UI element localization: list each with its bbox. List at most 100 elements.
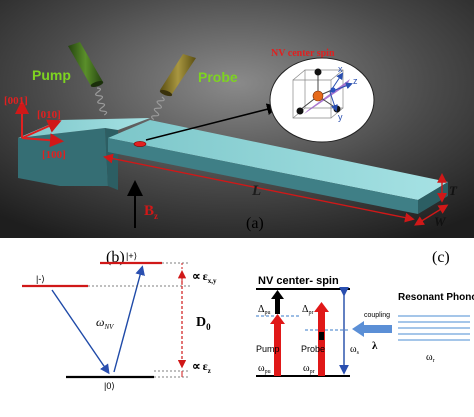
omega-pr-label: ωpr [303, 363, 315, 375]
crystal-y-label: y [338, 112, 343, 122]
axis-100-arrow [21, 133, 64, 148]
omega-r-label: ωr [426, 352, 435, 364]
delta-pu-subscript: pu [264, 310, 270, 316]
delta-pr-label: Δpr [302, 304, 313, 316]
panel-b-label: (b) [106, 249, 125, 266]
omega-r-symbol: ω [426, 352, 433, 363]
delta-pr-symbol: Δ [302, 304, 309, 315]
field-symbol: B [144, 203, 154, 219]
omega-pr-subscript: pr [310, 369, 315, 375]
panel-a: [001] [010] [100] Pump Probe NV center s… [0, 0, 474, 238]
carbon-atom-left [296, 107, 304, 115]
probe-laser-rod [160, 54, 196, 94]
base-front-face [18, 128, 108, 186]
delta-pu-symbol: Δ [258, 304, 265, 315]
omega-nv-symbol: ω [96, 315, 104, 329]
panel-a-label: (a) [246, 215, 264, 232]
eps-z-label: ∝εz [192, 359, 211, 375]
zoom-arrow [145, 103, 279, 141]
pump-laser-aperture [90, 80, 104, 88]
axis-010-arrow [21, 119, 62, 139]
omega-pu-subscript: pu [265, 369, 271, 375]
length-label: L [251, 183, 261, 199]
eps-z-subscript: z [208, 367, 211, 375]
pump-beam-wave [95, 87, 108, 116]
width-dimension [414, 204, 449, 226]
nv-axis-band [304, 79, 350, 114]
pump-laser [68, 42, 108, 116]
probe-c-label: Probe [301, 344, 325, 354]
d0-symbol: D [196, 315, 206, 330]
phonon-lines [398, 315, 470, 341]
omega-r-subscript: r [433, 358, 435, 364]
thickness-label: T [449, 183, 458, 198]
pump-laser-rod [68, 42, 103, 86]
axis-001-label: [001] [4, 95, 28, 107]
pump-c-label: Pump [256, 344, 280, 354]
width-label: W [434, 214, 447, 229]
coupling-arrow [352, 321, 392, 337]
nv-center-inset: NV center spin [269, 48, 375, 143]
probe-label: Probe [198, 69, 238, 85]
crystal-y-arrow [329, 91, 338, 112]
eps-z-prop: ∝ [192, 359, 201, 373]
omega-nv-subscript: NV [103, 323, 114, 331]
probe-laser-aperture [159, 89, 173, 97]
omega-s-label: ωs [350, 344, 360, 356]
delta-pu-label: Δpu [258, 304, 270, 316]
crystal-axes: [001] [010] [100] [4, 95, 66, 161]
field-label: Bz [144, 203, 158, 221]
pump-bar [274, 322, 281, 376]
panel-c: (c) NV center- spin Δpu Pump ωpu Δpr Pro… [256, 249, 474, 377]
omega-nv-label: ωNV [96, 315, 114, 331]
pump-bar-head [270, 314, 285, 324]
panel-c-label: (c) [432, 249, 450, 266]
level-plus-label: |+⟩ [126, 251, 137, 261]
probe-laser [151, 54, 196, 121]
omega-s-subscript: s [357, 350, 360, 356]
pump-label: Pump [32, 67, 71, 83]
omega-pr-symbol: ω [303, 363, 310, 374]
transition-minus-arrow [51, 289, 110, 375]
delta-pu-bar [275, 298, 280, 314]
probe-bar [318, 310, 325, 376]
coupling-label: coupling [364, 312, 390, 319]
nitrogen-atom [312, 90, 324, 102]
probe-bar-head [314, 302, 329, 312]
transition-plus-arrow [113, 265, 145, 373]
omega-pu-label: ωpu [258, 363, 271, 375]
eps-xy-subscript: x,y [208, 277, 217, 285]
level-minus-label: |-⟩ [36, 274, 45, 284]
phonons-label: Resonant Phonons [398, 292, 474, 303]
eps-z-symbol: ε [203, 359, 208, 373]
omega-s-symbol: ω [350, 344, 357, 355]
delta-pr-subscript: pr [308, 310, 313, 316]
nv-center-title: NV center spin [271, 48, 335, 59]
eps-xy-prop: ∝ [192, 269, 201, 283]
crystal-x-arrow [329, 72, 344, 93]
nv-spin-title: NV center- spin [258, 275, 339, 287]
level-zero-label: |0⟩ [104, 381, 115, 391]
panel-b: (b) |-⟩ |+⟩ |0⟩ ωNV D0 ∝εx,y ∝εz [22, 249, 217, 391]
carbon-atom-top [314, 68, 322, 76]
crystal-z-label: z [353, 76, 358, 86]
delta-pr-bar [319, 332, 324, 340]
axis-100-label: [100] [42, 149, 66, 161]
lambda-label: λ [372, 340, 378, 352]
d0-subscript: 0 [206, 322, 211, 332]
axis-010-label: [010] [37, 109, 61, 121]
crystal-z-arrow [329, 82, 353, 93]
field-subscript: z [154, 211, 158, 221]
eps-xy-label: ∝εx,y [192, 269, 217, 285]
omega-pu-symbol: ω [258, 363, 265, 374]
base-top-face [18, 118, 150, 138]
length-dimension [103, 153, 415, 223]
nv-spot [133, 141, 147, 147]
delta-pu-head [271, 290, 284, 299]
crystal-x-label: x [338, 64, 343, 74]
d0-label: D0 [196, 315, 211, 332]
probe-beam-wave [151, 96, 165, 121]
eps-xy-symbol: ε [203, 269, 208, 283]
